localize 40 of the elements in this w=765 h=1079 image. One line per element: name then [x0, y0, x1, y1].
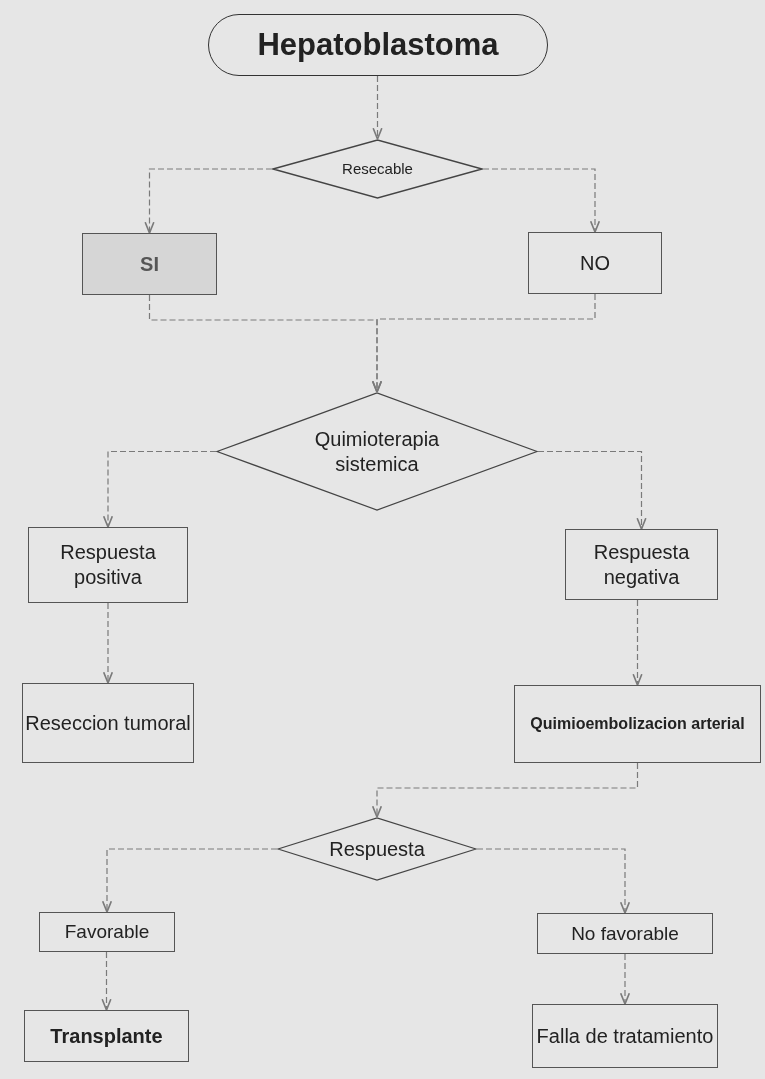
arrow [619, 953, 631, 1005]
node-label: Respuesta [329, 836, 425, 862]
arrow [101, 951, 112, 1011]
process-box [82, 233, 217, 295]
arrow [102, 450, 217, 528]
arrow [482, 168, 601, 233]
node-label: Favorable [64, 920, 150, 944]
arrow [476, 848, 631, 914]
node-label: SI [140, 251, 159, 277]
process-box [565, 529, 718, 600]
arrow [537, 450, 647, 530]
process-box [39, 912, 175, 952]
process-box [528, 232, 662, 294]
node-label: Reseccion tumoral [25, 710, 191, 736]
node-label: Quimioembolizacion arterial [530, 714, 745, 734]
node-label: Respuesta positiva [59, 540, 157, 590]
arrow [372, 75, 383, 140]
node-label: Hepatoblastoma [257, 25, 499, 64]
process-box [22, 683, 194, 763]
arrow [371, 762, 639, 818]
arrow [632, 599, 643, 686]
decision-diamond [272, 139, 483, 199]
node-label: NO [580, 250, 610, 276]
process-box [532, 1004, 718, 1068]
node-label: Transplante [50, 1023, 163, 1049]
decision-diamond [277, 817, 477, 881]
decision-diamond [216, 392, 538, 511]
process-box [514, 685, 761, 763]
arrow [102, 602, 114, 684]
node-label: No favorable [571, 921, 679, 946]
node-label: Quimioterapia sistemica [313, 426, 441, 477]
node-label: Resecable [342, 159, 413, 179]
arrow [371, 293, 596, 393]
arrow [101, 848, 278, 913]
process-box [537, 913, 713, 954]
arrow [144, 168, 273, 234]
node-label: Respuesta negativa [592, 539, 691, 590]
node-label: Falla de tratamiento [536, 1023, 714, 1049]
process-box [28, 527, 188, 603]
process-box [24, 1010, 189, 1062]
